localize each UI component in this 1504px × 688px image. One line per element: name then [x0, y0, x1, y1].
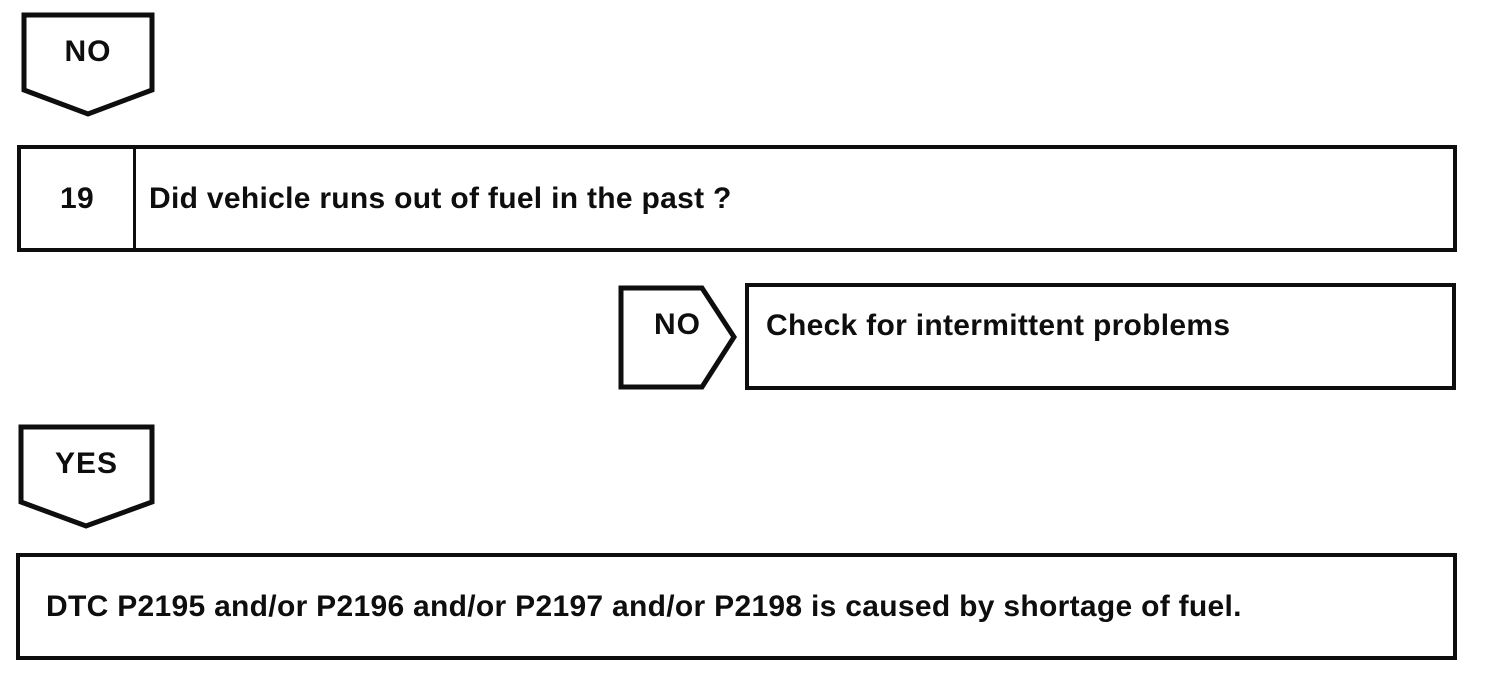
- step-box: 19 Did vehicle runs out of fuel in the p…: [17, 145, 1457, 252]
- no-branch-connector: NO: [618, 285, 737, 390]
- yes-connector-label: YES: [54, 446, 119, 480]
- no-branch-connector-label: NO: [654, 307, 701, 341]
- no-branch-action-box: Check for intermittent problems: [745, 283, 1456, 390]
- yes-branch-result-text: DTC P2195 and/or P2196 and/or P2197 and/…: [46, 589, 1242, 623]
- step-question: Did vehicle runs out of fuel in the past…: [149, 181, 732, 215]
- no-branch-action-text: Check for intermittent problems: [766, 309, 1231, 342]
- pentagon-down-shape: [18, 424, 155, 529]
- pentagon-down-shape: [21, 12, 155, 117]
- step-number: 19: [21, 149, 136, 248]
- entry-no-connector-label: NO: [64, 34, 112, 68]
- yes-connector: YES: [18, 424, 155, 530]
- entry-no-connector: NO: [21, 12, 155, 118]
- pentagon-right-shape: [618, 285, 737, 390]
- yes-branch-result-box: DTC P2195 and/or P2196 and/or P2197 and/…: [16, 553, 1457, 660]
